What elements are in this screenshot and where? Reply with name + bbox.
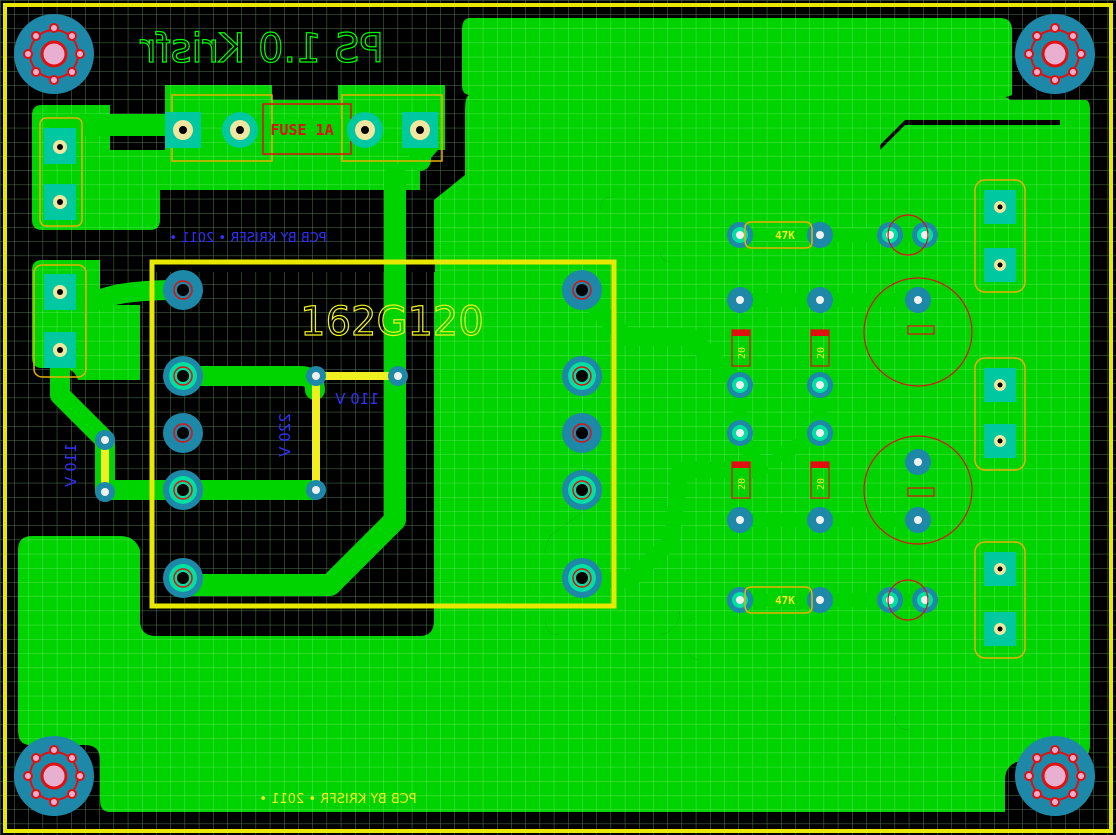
resistor-bottom-label: 47K [775,594,795,607]
transformer-outline [149,259,617,609]
diode-3-label: 20 [737,478,748,490]
credit-bottom: PCB BY KRISFR • 2011 • [259,792,416,807]
connector-out-1 [974,179,1026,293]
connector-mains [39,117,83,227]
silkscreen-text: PS 1.0 Krisfr PCB BY KRISFR • 2011 • PCB… [62,25,827,807]
isolation-areas [150,262,435,272]
mounting-hole-top-left [14,14,94,94]
resistor-outlines [744,221,813,614]
component-pads [95,222,938,613]
mounting-hole-bottom-right [1015,736,1095,816]
mounting-hole-top-right [1015,14,1095,94]
board-outline [3,3,1113,833]
connector-out-3 [974,541,1026,659]
voltage-110-left: 110 V [62,443,80,487]
transformer-pins [163,270,602,598]
capacitor-outlines [863,214,973,621]
resistor-top-label: 47K [775,229,795,242]
credit-top: PCB BY KRISFR • 2011 • [169,231,326,246]
voltage-110-inner: 110 V [334,390,378,408]
mounting-holes [14,14,1095,816]
fuse-holder [165,94,443,162]
connector-out-2 [974,357,1026,471]
board-title: PS 1.0 Krisfr [140,26,384,72]
diode-4-label: 20 [816,478,827,490]
diode-2-label: 20 [816,347,827,359]
transformer-label: 162G120 [300,299,484,345]
mounting-hole-bottom-left [14,736,94,816]
voltage-220: 220 V [276,413,294,457]
fuse-label: FUSE 1A [270,121,333,139]
diode-1-label: 20 [737,347,748,359]
connector-switch [33,264,87,378]
connector-pads [33,94,1026,659]
diode-outlines [731,329,830,499]
